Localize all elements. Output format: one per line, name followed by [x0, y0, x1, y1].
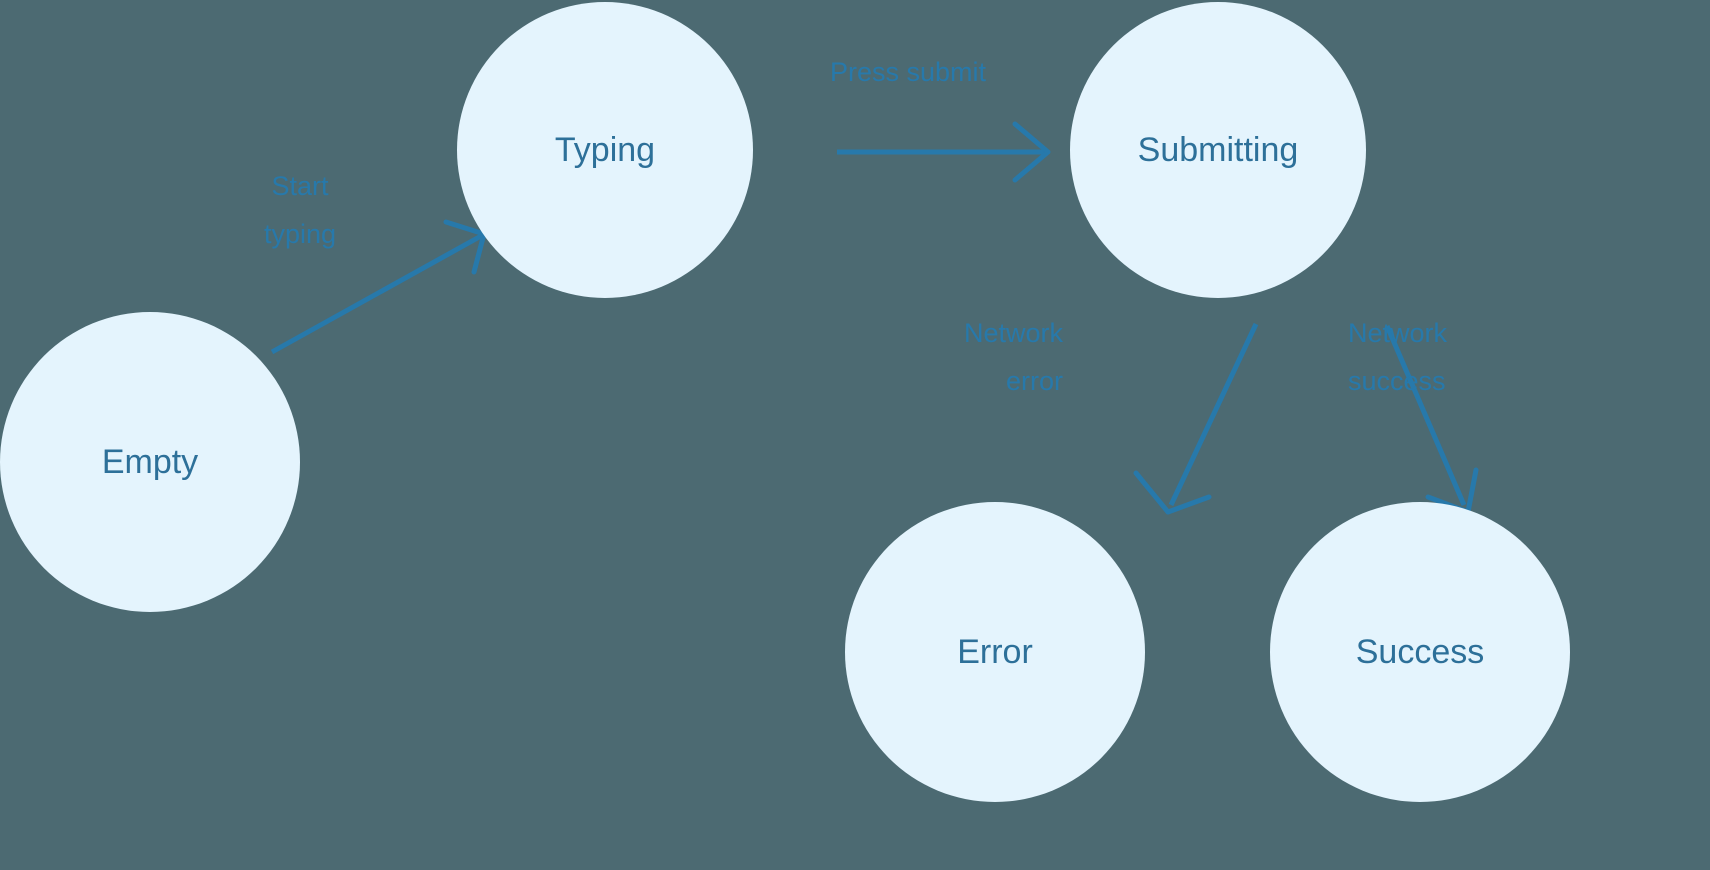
edge-submitting-to-success	[1384, 325, 1479, 515]
edge-label-empty-to-typing: Start typing	[264, 171, 336, 249]
edge-line-submitting-to-error	[1168, 322, 1259, 507]
state-circle-submitting[interactable]	[1070, 2, 1366, 298]
edge-label-line: typing	[264, 219, 336, 249]
edge-line-empty-to-typing	[270, 233, 483, 355]
state-circle-error[interactable]	[845, 502, 1145, 802]
edge-label-line: error	[1006, 366, 1063, 396]
edge-typing-to-submitting	[837, 121, 1051, 183]
state-circle-typing[interactable]	[457, 2, 753, 298]
edge-label-submitting-to-success: Network success	[1348, 318, 1448, 396]
state-label-empty: Empty	[102, 443, 198, 481]
state-label-submitting: Submitting	[1138, 131, 1299, 169]
edge-label-typing-to-submitting: Press submit	[830, 57, 987, 87]
state-label-success: Success	[1356, 633, 1485, 671]
state-node-submitting[interactable]: Submitting	[1070, 2, 1366, 298]
edge-submitting-to-error	[1133, 322, 1259, 515]
arrowhead-icon-submitting-to-error	[1133, 470, 1212, 515]
state-label-typing: Typing	[555, 131, 655, 169]
edge-label-submitting-to-error: Network error	[964, 318, 1064, 396]
state-node-typing[interactable]: Typing	[457, 2, 753, 298]
edge-label-line: Network	[1348, 318, 1448, 348]
state-circle-success[interactable]	[1270, 502, 1570, 802]
edge-line-submitting-to-success	[1384, 325, 1467, 506]
edge-label-line: Press submit	[830, 57, 987, 87]
state-node-success[interactable]: Success	[1270, 502, 1570, 802]
state-label-error: Error	[957, 633, 1033, 671]
edge-label-line: success	[1348, 366, 1446, 396]
edges-layer	[270, 121, 1479, 515]
state-node-error[interactable]: Error	[845, 502, 1145, 802]
state-node-empty[interactable]: Empty	[0, 312, 300, 612]
state-circle-empty[interactable]	[0, 312, 300, 612]
edge-label-line: Start	[271, 171, 329, 201]
arrowhead-icon-typing-to-submitting	[1012, 121, 1051, 183]
edge-label-line: Network	[964, 318, 1064, 348]
